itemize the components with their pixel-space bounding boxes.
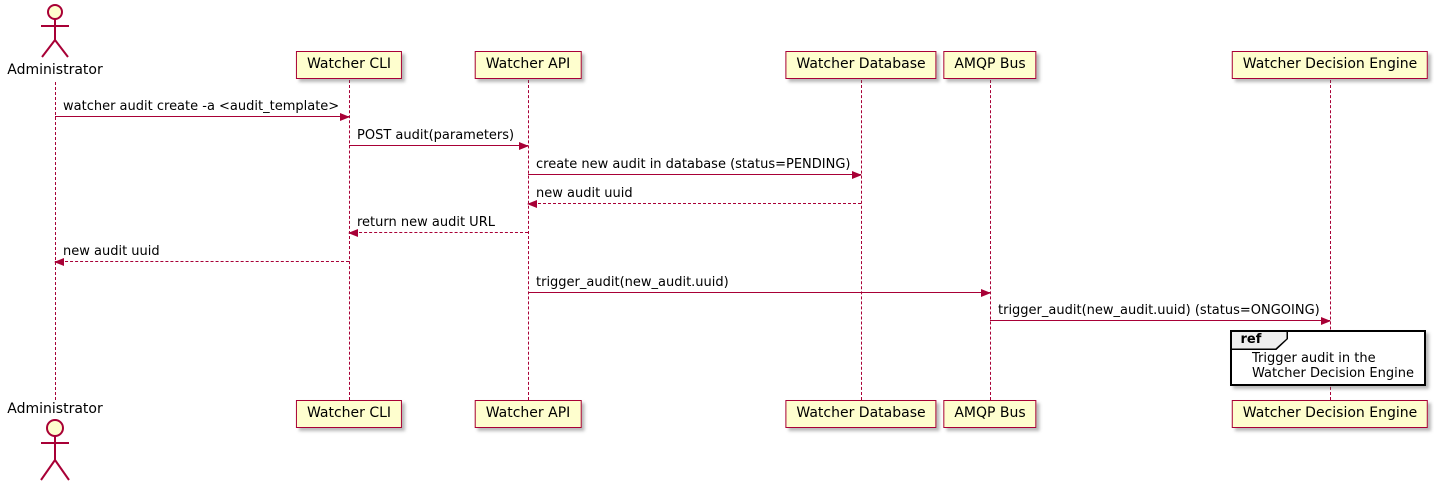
message-label: trigger_audit(new_audit.uuid)	[536, 275, 729, 290]
message-line	[55, 116, 349, 117]
message-line	[349, 232, 528, 233]
lifeline-watcher-decision-engine	[1330, 80, 1331, 400]
ref-text-line-2: Watcher Decision Engine	[1252, 366, 1414, 381]
participant-amqp-bus-top: AMQP Bus	[943, 51, 1037, 79]
lifeline-administrator	[55, 82, 56, 400]
message-label: return new audit URL	[357, 215, 495, 230]
actor-icon	[41, 4, 69, 58]
message-label: POST audit(parameters)	[357, 128, 515, 143]
message-line	[55, 261, 349, 262]
message-post-audit: POST audit(parameters)	[349, 125, 529, 150]
arrowhead-icon	[519, 142, 529, 150]
message-label: create new audit in database (status=PEN…	[536, 157, 851, 172]
message-label: trigger_audit(new_audit.uuid) (status=ON…	[998, 303, 1320, 318]
participant-watcher-cli-top: Watcher CLI	[295, 51, 403, 79]
participant-watcher-decision-engine-top: Watcher Decision Engine	[1231, 51, 1429, 79]
actor-icon	[40, 419, 70, 481]
participant-watcher-decision-engine-bottom: Watcher Decision Engine	[1231, 400, 1429, 428]
lifeline-watcher-api	[528, 80, 529, 400]
message-trigger-audit: trigger_audit(new_audit.uuid)	[528, 272, 991, 297]
ref-keyword: ref	[1231, 331, 1287, 349]
actor-label-top: Administrator	[7, 62, 103, 78]
message-trigger-audit-ongoing: trigger_audit(new_audit.uuid) (status=ON…	[990, 300, 1331, 325]
participant-watcher-api-top: Watcher API	[474, 51, 582, 79]
message-label: watcher audit create -a <audit_template>	[63, 99, 340, 114]
arrowhead-icon	[340, 113, 350, 121]
message-new-audit-uuid-db: new audit uuid	[527, 183, 861, 208]
arrowhead-icon	[1321, 317, 1331, 325]
message-line	[349, 145, 528, 146]
arrowhead-icon	[54, 258, 64, 266]
participant-watcher-database-bottom: Watcher Database	[785, 400, 937, 428]
ref-fragment: ref Trigger audit in the Watcher Decisio…	[1230, 330, 1426, 386]
ref-tab: ref	[1230, 330, 1288, 350]
message-line	[528, 174, 861, 175]
message-return-audit-url: return new audit URL	[348, 212, 528, 237]
lifeline-watcher-cli	[349, 80, 350, 400]
message-label: new audit uuid	[63, 244, 160, 259]
participant-watcher-cli-bottom: Watcher CLI	[295, 400, 403, 428]
message-line	[528, 292, 990, 293]
participant-watcher-database-top: Watcher Database	[785, 51, 937, 79]
participant-watcher-api-bottom: Watcher API	[474, 400, 582, 428]
arrowhead-icon	[852, 171, 862, 179]
participant-amqp-bus-bottom: AMQP Bus	[943, 400, 1037, 428]
message-audit-create: watcher audit create -a <audit_template>	[55, 96, 350, 121]
ref-text: Trigger audit in the Watcher Decision En…	[1252, 351, 1414, 381]
arrowhead-icon	[981, 289, 991, 297]
ref-text-line-1: Trigger audit in the	[1252, 351, 1376, 366]
arrowhead-icon	[348, 229, 358, 237]
message-line	[528, 203, 861, 204]
lifeline-amqp-bus	[990, 80, 991, 400]
actor-label-bottom: Administrator	[7, 401, 103, 417]
lifeline-watcher-database	[861, 80, 862, 400]
message-create-audit-db: create new audit in database (status=PEN…	[528, 154, 862, 179]
arrowhead-icon	[527, 200, 537, 208]
message-label: new audit uuid	[536, 186, 633, 201]
message-line	[990, 320, 1330, 321]
message-new-audit-uuid-admin: new audit uuid	[54, 241, 349, 266]
